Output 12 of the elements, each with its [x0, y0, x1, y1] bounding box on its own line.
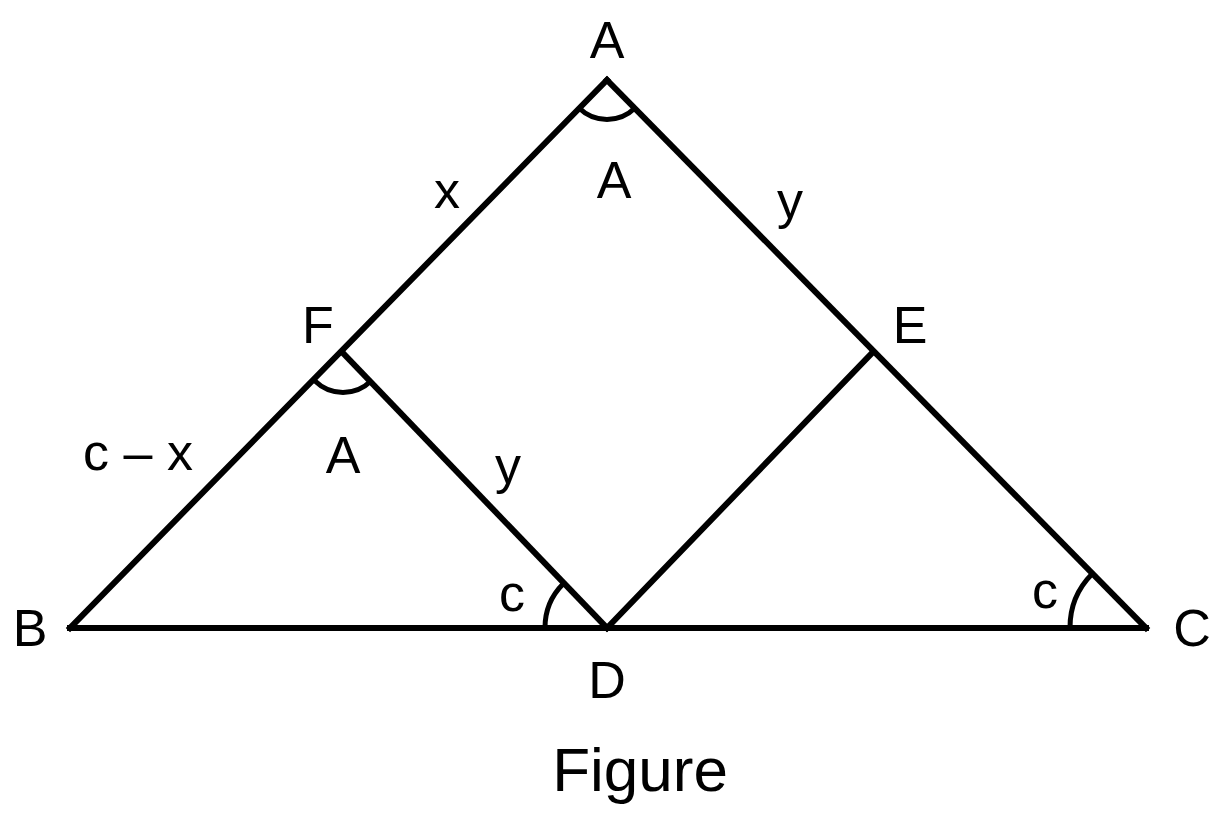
- vertex-label: D: [588, 654, 626, 706]
- angle-label: A: [325, 429, 361, 481]
- vertex-label: E: [892, 299, 928, 351]
- angle-label: c: [499, 567, 525, 619]
- angle-label: c: [1032, 564, 1058, 616]
- angle-label: A: [596, 154, 632, 206]
- side-label: c – x: [83, 426, 193, 478]
- vertex-label: C: [1173, 602, 1211, 654]
- vertex-label: A: [589, 14, 625, 66]
- vertex-label: F: [302, 299, 334, 351]
- vertex-label: B: [12, 602, 48, 654]
- side-label: x: [434, 164, 460, 216]
